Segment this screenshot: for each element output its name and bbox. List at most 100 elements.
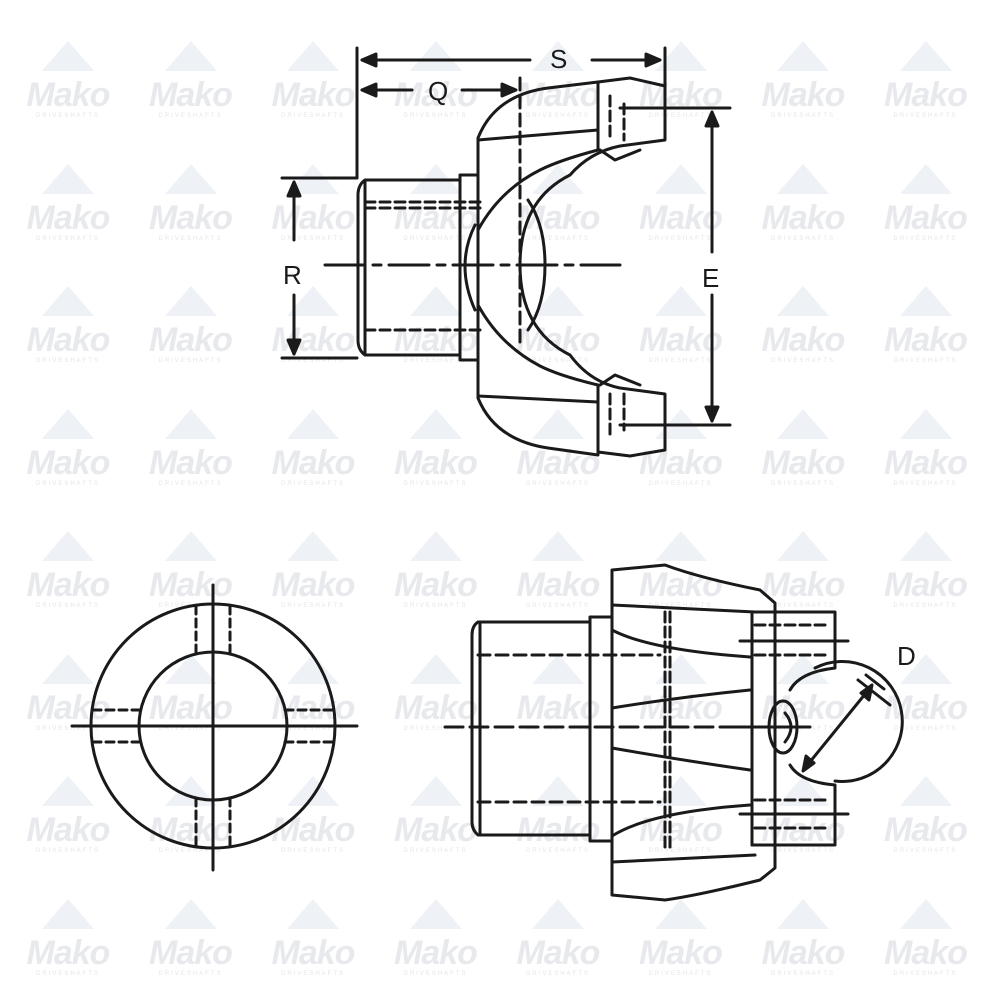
watermark-brand: Mako: [761, 198, 846, 237]
watermark-subtitle: DRIVESHAFTS: [158, 848, 223, 854]
watermark-subtitle: DRIVESHAFTS: [770, 480, 835, 487]
watermark-brand: Mako: [26, 933, 111, 972]
watermark-brand: Mako: [26, 811, 111, 849]
watermark-brand: Mako: [394, 811, 478, 849]
watermark-subtitle: DRIVESHAFTS: [280, 848, 345, 854]
watermark-subtitle: DRIVESHAFTS: [525, 358, 590, 364]
watermark-subtitle: DRIVESHAFTS: [403, 848, 468, 854]
watermark-brand: Mako: [516, 566, 601, 604]
watermark-subtitle: DRIVESHAFTS: [648, 358, 713, 364]
shark-fin-logo-icon: [532, 898, 584, 929]
shark-fin-logo-icon: [777, 41, 829, 71]
shark-fin-logo-icon: [899, 898, 952, 929]
watermark-subtitle: DRIVESHAFTS: [403, 113, 468, 119]
shark-fin-logo-icon: [409, 531, 462, 561]
watermark-brand: Mako: [639, 933, 723, 972]
watermark-subtitle: DRIVESHAFTS: [893, 358, 958, 364]
watermark-brand: Mako: [761, 933, 846, 972]
watermark-subtitle: DRIVESHAFTS: [648, 113, 713, 119]
watermark-brand: Mako: [639, 443, 723, 482]
shark-fin-logo-icon: [532, 408, 584, 439]
shark-fin-logo-icon: [899, 286, 952, 316]
shark-fin-logo-icon: [42, 286, 94, 316]
shark-fin-logo-icon: [899, 408, 952, 439]
watermark-brand: Mako: [271, 443, 356, 482]
shark-fin-logo-icon: [287, 408, 339, 439]
shark-fin-logo-icon: [654, 163, 707, 194]
watermark-brand: Mako: [149, 76, 233, 114]
dimension-label-d: D: [897, 641, 916, 671]
shark-fin-logo-icon: [654, 653, 707, 684]
shark-fin-logo-icon: [777, 898, 829, 929]
side-profile-view: [280, 46, 732, 458]
shark-fin-logo-icon: [654, 41, 707, 71]
watermark-brand: Mako: [394, 321, 478, 359]
watermark-brand: Mako: [271, 811, 356, 849]
shark-fin-logo-icon: [899, 776, 952, 806]
watermark-subtitle: DRIVESHAFTS: [770, 235, 835, 242]
watermark-brand: Mako: [884, 811, 968, 849]
watermark-subtitle: DRIVESHAFTS: [35, 235, 100, 242]
shark-fin-logo-icon: [409, 776, 462, 806]
watermark-subtitle: DRIVESHAFTS: [893, 970, 958, 977]
shark-fin-logo-icon: [42, 41, 94, 71]
shark-fin-logo-icon: [287, 776, 339, 806]
watermark-subtitle: DRIVESHAFTS: [158, 970, 223, 977]
watermark-subtitle: DRIVESHAFTS: [893, 603, 958, 609]
watermark-subtitle: DRIVESHAFTS: [770, 358, 835, 364]
watermark-subtitle: DRIVESHAFTS: [158, 725, 223, 732]
shark-fin-logo-icon: [899, 531, 952, 561]
watermark-subtitle: DRIVESHAFTS: [893, 235, 958, 242]
watermark-brand: Mako: [884, 566, 968, 604]
watermark-subtitle: DRIVESHAFTS: [648, 235, 713, 242]
watermark-brand: Mako: [516, 811, 601, 849]
watermark-brand: Mako: [639, 321, 723, 359]
shark-fin-logo-icon: [532, 531, 584, 561]
watermark-subtitle: DRIVESHAFTS: [770, 970, 835, 977]
watermark-brand: Mako: [26, 76, 111, 114]
watermark-brand: Mako: [516, 933, 601, 972]
watermark-subtitle: DRIVESHAFTS: [280, 970, 345, 977]
shark-fin-logo-icon: [654, 776, 707, 806]
watermark-subtitle: DRIVESHAFTS: [893, 848, 958, 854]
watermark-brand: Mako: [394, 443, 478, 482]
shark-fin-logo-icon: [654, 898, 707, 929]
watermark-subtitle: DRIVESHAFTS: [525, 848, 590, 854]
watermark-subtitle: DRIVESHAFTS: [280, 480, 345, 487]
shark-fin-logo-icon: [899, 41, 952, 71]
watermark-subtitle: DRIVESHAFTS: [158, 358, 223, 364]
shark-fin-logo-icon: [164, 41, 217, 71]
watermark-subtitle: DRIVESHAFTS: [158, 235, 223, 242]
shark-fin-logo-icon: [899, 653, 952, 684]
watermark-subtitle: DRIVESHAFTS: [770, 848, 835, 854]
watermark-subtitle: DRIVESHAFTS: [770, 113, 835, 119]
watermark-subtitle: DRIVESHAFTS: [403, 725, 468, 732]
top-view: [443, 563, 904, 902]
watermark-subtitle: DRIVESHAFTS: [525, 480, 590, 487]
